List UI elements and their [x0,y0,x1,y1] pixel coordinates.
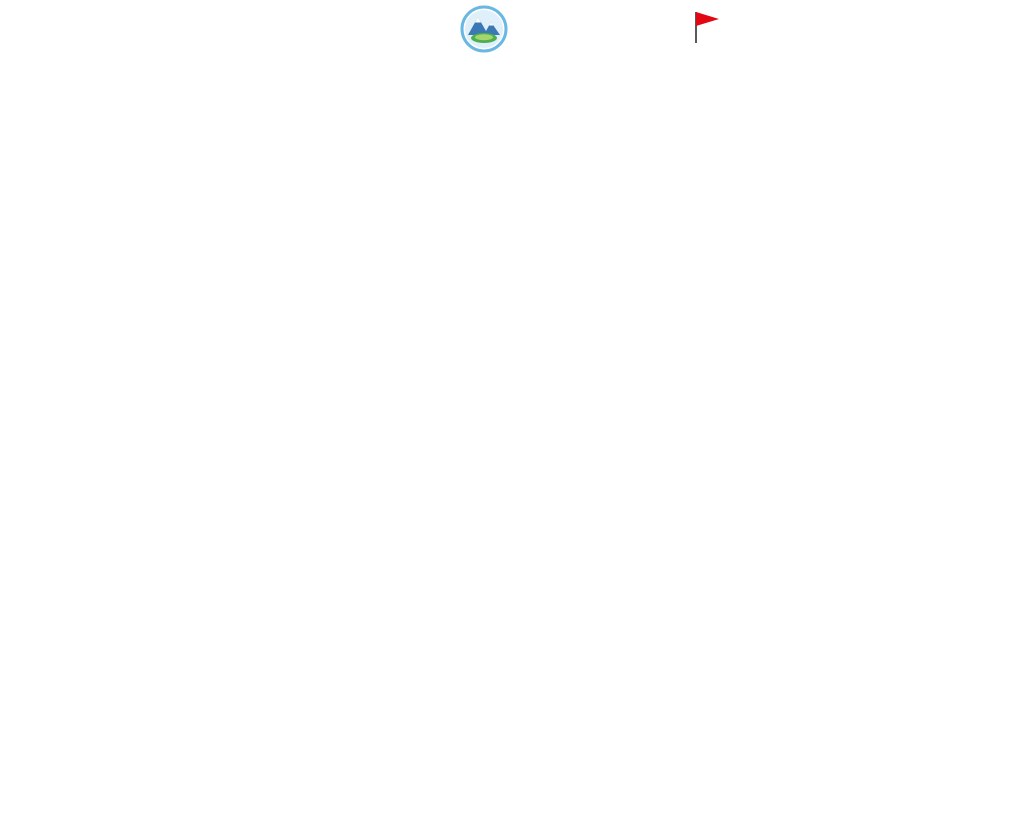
summit-red-flag-icon [692,9,722,52]
mountain-logo-icon [460,5,508,53]
